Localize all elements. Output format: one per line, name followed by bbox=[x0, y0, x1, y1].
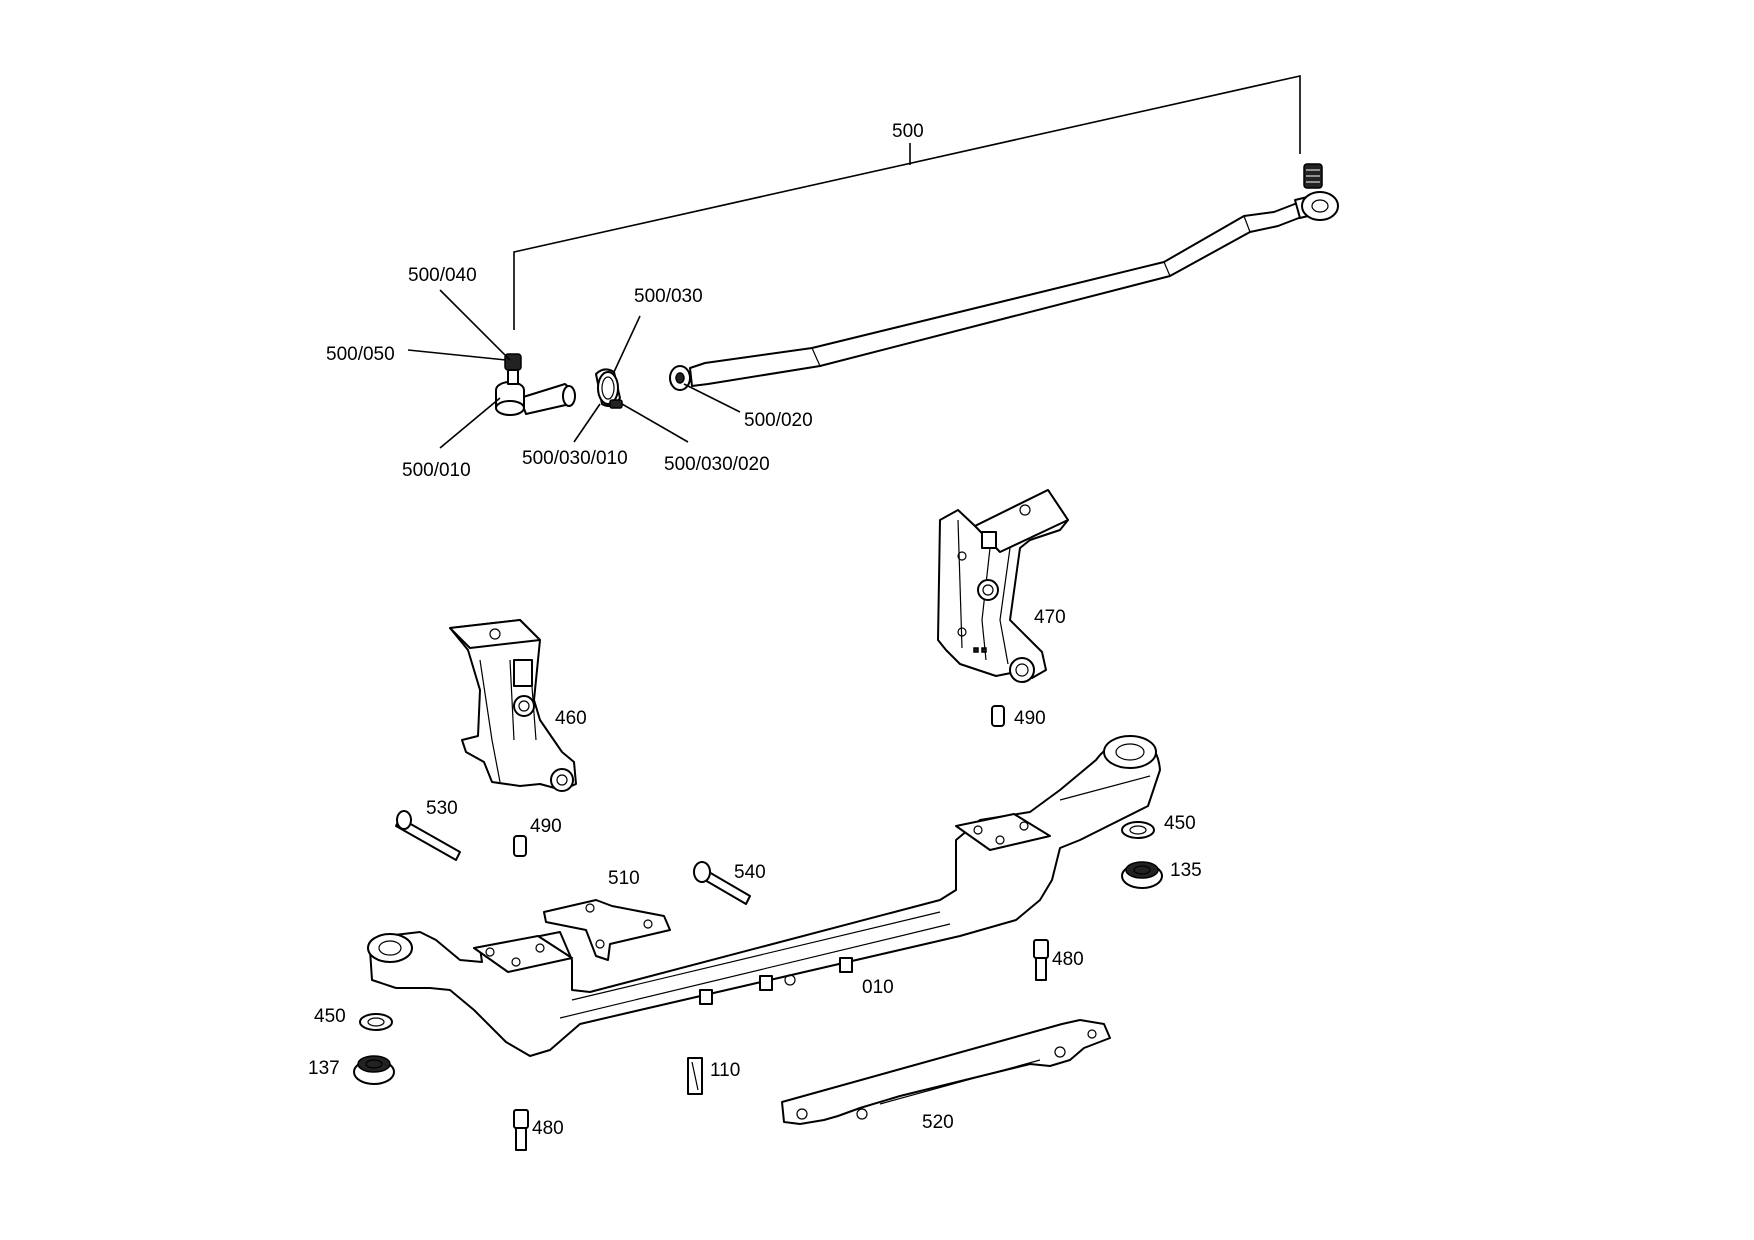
label-500: 500 bbox=[892, 121, 924, 142]
bracket-470 bbox=[937, 489, 1069, 683]
tie-rod-end-right bbox=[1294, 163, 1339, 221]
label-135: 135 bbox=[1170, 860, 1202, 881]
tie-rod-tube bbox=[689, 201, 1305, 387]
bolt-530 bbox=[395, 810, 461, 861]
label-460: 460 bbox=[555, 708, 587, 729]
label-520: 520 bbox=[922, 1112, 954, 1133]
bolt-540 bbox=[693, 861, 751, 905]
bearing-135 bbox=[1121, 861, 1163, 889]
label-490-lower: 490 bbox=[530, 816, 562, 837]
label-010: 010 bbox=[862, 977, 894, 998]
assembly-bracket-line bbox=[513, 75, 1301, 330]
label-490-top: 490 bbox=[1014, 708, 1046, 729]
axle-beam bbox=[367, 735, 1161, 1057]
label-500-030-010: 500/030/010 bbox=[522, 448, 628, 469]
label-500-030: 500/030 bbox=[634, 286, 703, 307]
bracket-460 bbox=[449, 619, 577, 792]
label-540: 540 bbox=[734, 862, 766, 883]
washer-450-left bbox=[359, 1013, 393, 1031]
washer-450-right bbox=[1121, 821, 1155, 839]
plug-490-lower bbox=[513, 835, 527, 857]
tie-rod-assembly bbox=[407, 75, 1339, 449]
label-480-right: 480 bbox=[1052, 949, 1084, 970]
label-500-010: 500/010 bbox=[402, 460, 471, 481]
bearing-137 bbox=[353, 1055, 395, 1085]
label-110: 110 bbox=[710, 1060, 740, 1081]
label-450-left: 450 bbox=[314, 1006, 346, 1027]
labels: 500 500/040 500/050 500/010 500/030 500/… bbox=[308, 121, 1202, 1139]
label-530: 530 bbox=[426, 798, 458, 819]
label-470: 470 bbox=[1034, 607, 1066, 628]
label-137: 137 bbox=[308, 1058, 340, 1079]
label-510: 510 bbox=[608, 868, 640, 889]
tie-rod-end-left bbox=[495, 381, 576, 416]
tube-clamp bbox=[595, 368, 623, 409]
label-480-lower: 480 bbox=[532, 1118, 564, 1139]
label-450-right: 450 bbox=[1164, 813, 1196, 834]
label-500-050: 500/050 bbox=[326, 344, 395, 365]
shim-110 bbox=[687, 1057, 703, 1095]
bar-520 bbox=[781, 1019, 1111, 1125]
label-500-030-020: 500/030/020 bbox=[664, 454, 770, 475]
label-500-020: 500/020 bbox=[744, 410, 813, 431]
bolt-480-lower bbox=[513, 1109, 529, 1151]
plug-490-top bbox=[991, 705, 1005, 727]
label-500-040: 500/040 bbox=[408, 265, 477, 286]
plate-510 bbox=[543, 899, 671, 961]
ball-pin bbox=[507, 369, 519, 385]
bolt-480-right bbox=[1033, 939, 1049, 981]
